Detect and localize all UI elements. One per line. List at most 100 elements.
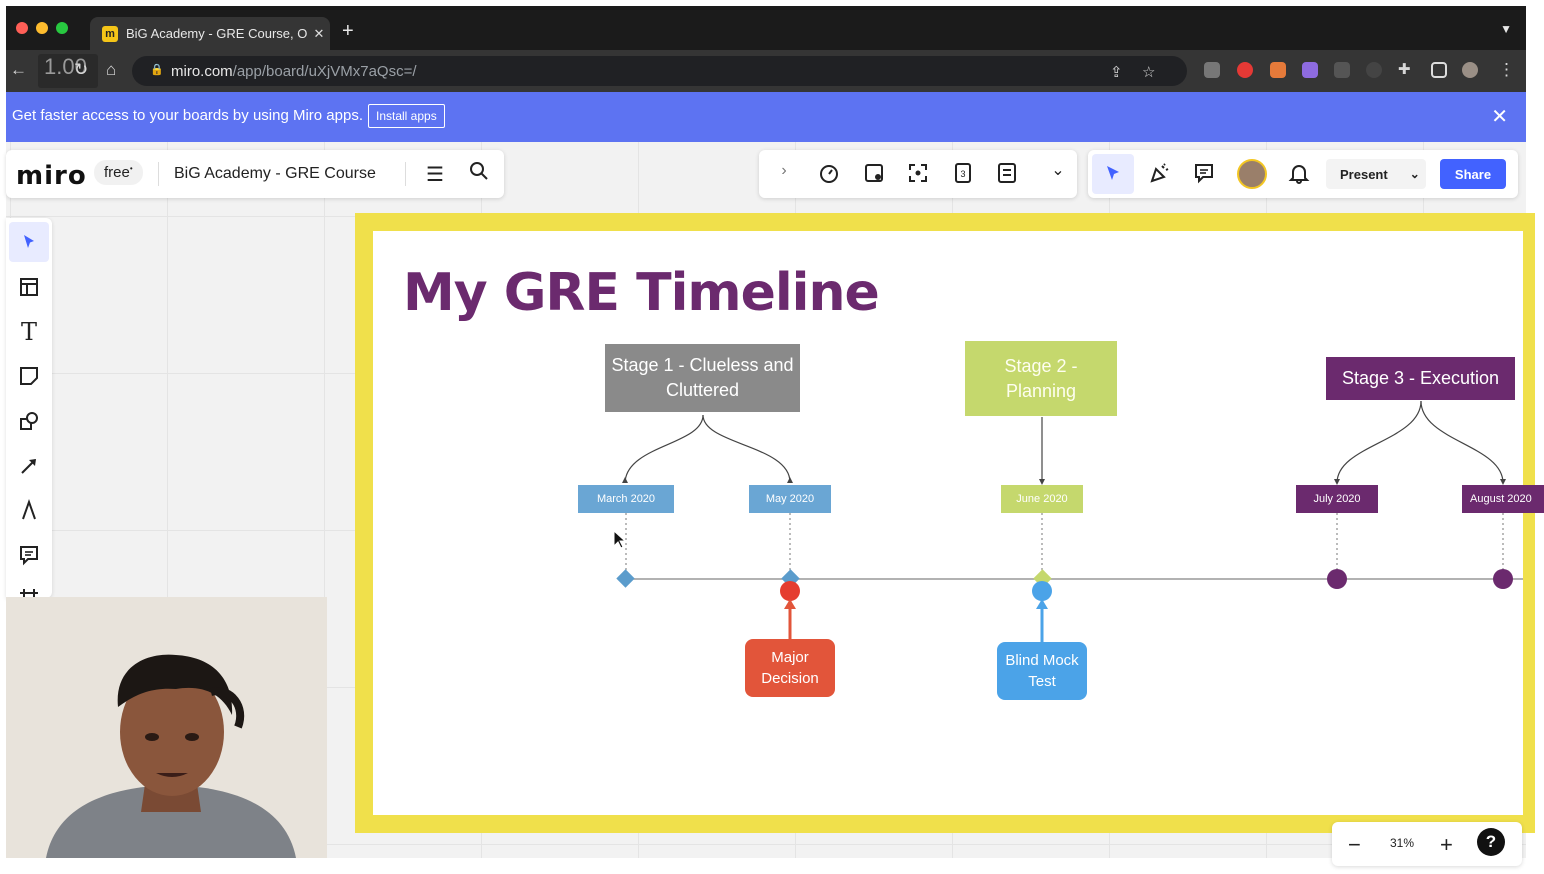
install-apps-button[interactable]: Install apps [368, 104, 445, 128]
present-label: Present [1340, 166, 1388, 182]
extension-icon[interactable] [1204, 62, 1220, 78]
notes-icon[interactable] [993, 162, 1021, 184]
arrowhead [784, 599, 796, 609]
url-path: /app/board/uXjVMx7aQsc=/ [232, 63, 417, 80]
extension-icon[interactable] [1270, 62, 1286, 78]
text-tool-icon[interactable]: T [20, 318, 37, 346]
extension-icon[interactable] [1237, 62, 1253, 78]
left-toolbar: T [6, 218, 52, 607]
zoom-out-button[interactable]: − [1348, 832, 1361, 857]
expand-chevron-icon[interactable]: › [781, 162, 787, 179]
date-june-2020[interactable]: June 2020 [1001, 485, 1083, 513]
zoom-level[interactable]: 31% [1390, 836, 1415, 850]
browser-address-bar: ← 1.00 ↻ ⌂ 🔒 miro.com/app/board/uXjVMx7a… [6, 50, 1526, 92]
extension-icon[interactable] [1334, 62, 1350, 78]
divider [158, 162, 159, 186]
lock-icon: 🔒 [150, 64, 164, 76]
zoom-window-button[interactable] [56, 22, 68, 34]
url-input[interactable]: 🔒 miro.com/app/board/uXjVMx7aQsc=/ ⇪ ☆ [132, 56, 1187, 86]
zoom-in-button[interactable]: + [1440, 832, 1453, 857]
present-button[interactable]: Present ⌄ [1326, 159, 1426, 189]
board-heading[interactable]: My GRE Timeline [403, 263, 880, 323]
webcam-overlay [6, 597, 327, 858]
cursor-select-icon[interactable] [1092, 154, 1134, 194]
plan-badge[interactable]: free• [94, 160, 143, 185]
stage3-branch-line [1420, 400, 1504, 484]
profile-avatar[interactable] [1462, 62, 1478, 78]
focus-frame-icon[interactable] [904, 162, 932, 184]
arrowhead [622, 477, 793, 483]
reload-icon[interactable]: ↻ [74, 60, 89, 79]
new-tab-button[interactable]: + [342, 20, 354, 42]
stage-1-box[interactable]: Stage 1 - Clueless and Cluttered [605, 344, 800, 412]
notifications-bell-icon[interactable] [1285, 162, 1313, 184]
home-icon[interactable]: ⌂ [106, 60, 117, 79]
more-menu-icon[interactable]: ⋮ [1498, 60, 1515, 79]
search-icon[interactable] [465, 161, 493, 181]
help-icon[interactable]: ? [1477, 828, 1505, 856]
bookmark-star-icon[interactable]: ☆ [1142, 64, 1156, 81]
stage-2-box[interactable]: Stage 2 - Planning [965, 341, 1117, 416]
more-tools-chevron-icon[interactable]: ⌄ [1051, 162, 1065, 179]
puzzle-extensions-icon[interactable]: ✚ [1398, 61, 1411, 78]
tab-close-icon[interactable]: ✕ [313, 25, 325, 41]
sticky-note-icon[interactable] [9, 356, 49, 396]
stage3-branch-line [1336, 400, 1422, 484]
plan-label: free [104, 164, 130, 181]
connection-line-icon[interactable] [9, 446, 49, 486]
shapes-icon[interactable] [9, 401, 49, 441]
banner-close-icon[interactable]: ✕ [1491, 106, 1508, 128]
extension-icon[interactable] [1366, 62, 1382, 78]
date-july-2020[interactable]: July 2020 [1296, 485, 1378, 513]
event-dot[interactable] [1032, 581, 1052, 601]
main-menu-icon[interactable]: ☰ [426, 164, 444, 186]
comment-icon[interactable] [1190, 162, 1218, 184]
sidebar-toggle-icon[interactable] [1431, 62, 1447, 78]
timeline-connectors [616, 400, 1523, 642]
arrowhead [1039, 479, 1045, 485]
comment-tool-icon[interactable] [9, 535, 49, 575]
arrowhead [1036, 599, 1048, 609]
close-window-button[interactable] [16, 22, 28, 34]
voting-icon[interactable]: 3 [949, 162, 977, 184]
board-header-panel: miro free• BiG Academy - GRE Course ☰ [6, 150, 504, 198]
milestone-dot[interactable] [1493, 569, 1513, 589]
minimize-window-button[interactable] [36, 22, 48, 34]
pen-icon[interactable] [9, 490, 49, 530]
share-page-icon[interactable]: ⇪ [1110, 64, 1123, 81]
extension-icon[interactable] [1302, 62, 1318, 78]
stage1-branch-line [702, 414, 791, 484]
event-dot[interactable] [780, 581, 800, 601]
callout-major-decision[interactable]: Major Decision [745, 639, 835, 697]
frame-content: My GRE Timeline Stage 1 - Clueless and C… [373, 231, 1544, 815]
install-apps-banner: Get faster access to your boards by usin… [6, 92, 1526, 142]
collaborator-avatar[interactable] [1237, 159, 1267, 189]
milestone-diamond[interactable] [616, 569, 635, 588]
templates-icon[interactable] [9, 267, 49, 307]
banner-message: Get faster access to your boards by usin… [12, 107, 363, 124]
miro-logo[interactable]: miro [16, 161, 87, 191]
stage1-branch-line [624, 414, 704, 484]
timer-icon[interactable] [815, 162, 843, 184]
zoom-overlay: 1.00 [38, 54, 98, 88]
date-march-2020[interactable]: March 2020 [578, 485, 674, 513]
select-tool-icon[interactable] [9, 222, 49, 262]
browser-tab[interactable]: m BiG Academy - GRE Course, O ✕ [90, 17, 330, 50]
milestone-dot[interactable] [1327, 569, 1347, 589]
stage-3-box[interactable]: Stage 3 - Execution [1326, 357, 1515, 400]
callout-blind-mock-test[interactable]: Blind Mock Test [997, 642, 1087, 700]
board-title[interactable]: BiG Academy - GRE Course [174, 165, 376, 182]
celebrate-icon[interactable] [1146, 162, 1174, 184]
share-button[interactable]: Share [1440, 159, 1506, 189]
back-arrow-icon[interactable]: ← [10, 60, 27, 79]
miro-favicon-icon: m [102, 25, 118, 42]
collaboration-toolbar: › 3 ⌄ [759, 150, 1077, 198]
tab-search-chevron-icon[interactable]: ▼ [1500, 22, 1512, 36]
board-frame[interactable]: My GRE Timeline Stage 1 - Clueless and C… [355, 213, 1544, 833]
mouse-cursor-icon [613, 529, 627, 549]
date-may-2020[interactable]: May 2020 [749, 485, 831, 513]
present-options-chevron-icon[interactable]: ⌄ [1409, 167, 1420, 181]
svg-text:3: 3 [960, 169, 965, 179]
sticky-note-add-icon[interactable] [860, 162, 888, 184]
date-august-2020[interactable]: August 2020 [1462, 485, 1544, 513]
